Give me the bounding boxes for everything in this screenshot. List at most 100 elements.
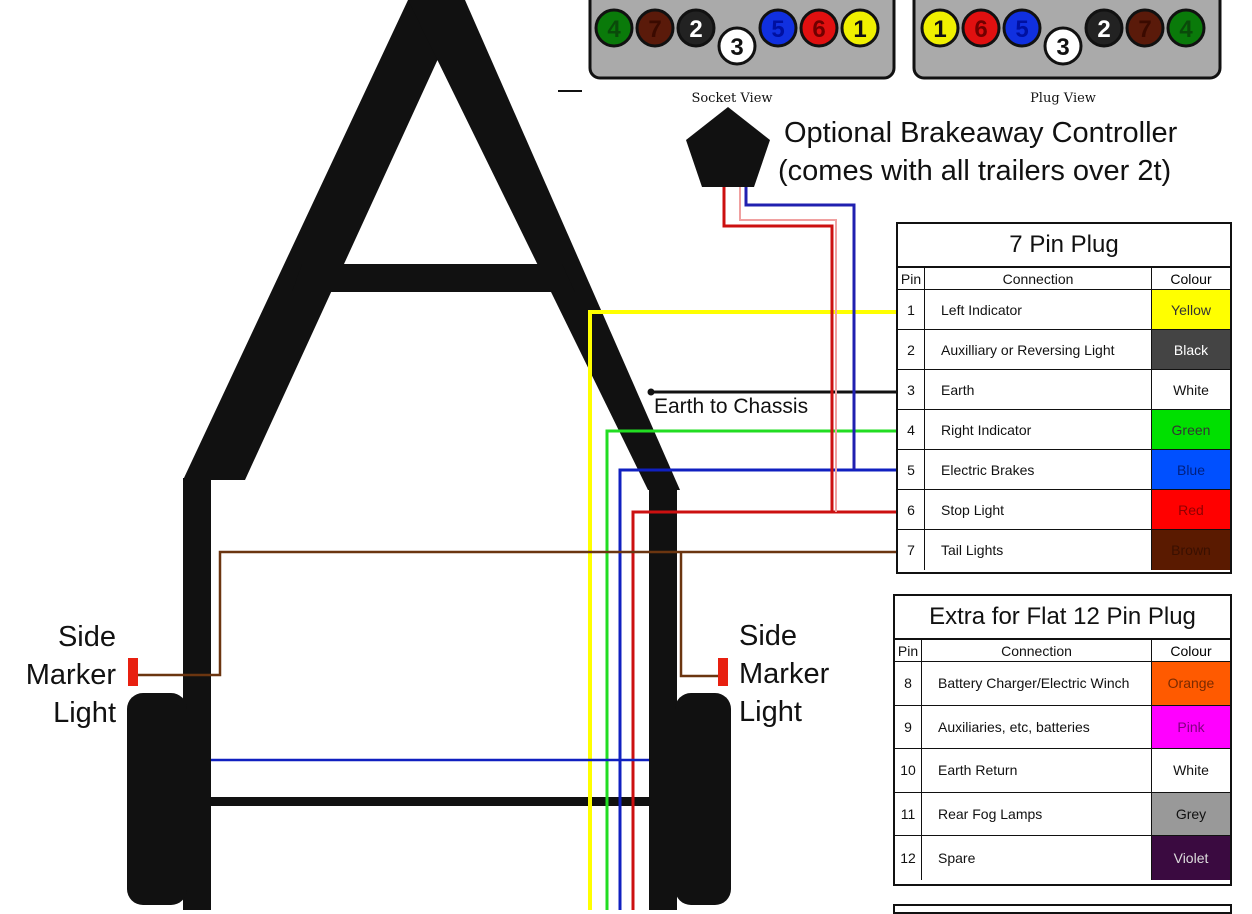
pin-1-circle: [840, 8, 880, 48]
pin-number: 12: [895, 836, 922, 880]
connection-name: Left Indicator: [925, 290, 1152, 329]
pin-7-number: 7: [648, 16, 661, 43]
pin-2-circle: [676, 8, 716, 48]
left-side-marker-label-1: Side: [58, 621, 116, 653]
pin-3-circle: [717, 26, 757, 66]
pin-6-circle: [961, 8, 1001, 48]
left-side-marker-label-2: Marker: [26, 659, 117, 691]
chassis-right-rail: [649, 486, 677, 910]
brakeaway-wire-navy: [744, 185, 856, 470]
colour-swatch: Blue: [1152, 450, 1230, 489]
pin-6-number: 6: [812, 16, 825, 43]
earth-to-chassis-label: Earth to Chassis: [654, 395, 808, 418]
pin-number: 1: [898, 290, 925, 329]
colour-swatch: Pink: [1152, 705, 1230, 749]
wire-blue: [618, 468, 854, 910]
right-side-marker-lamp: [718, 658, 728, 686]
pin-number: 7: [898, 530, 925, 570]
brakeaway-label-line1: Optional Brakeaway Controller: [784, 117, 1178, 149]
colour-swatch: Violet: [1152, 836, 1230, 880]
connection-name: Rear Fog Lamps: [922, 792, 1152, 836]
connection-name: Auxilliary or Reversing Light: [925, 330, 1152, 369]
brakeaway-label-line2: (comes with all trailers over 2t): [778, 155, 1171, 187]
right-side-marker-label-2: Marker: [739, 658, 830, 690]
colour-swatch: Brown: [1152, 530, 1230, 570]
colour-swatch: Black: [1152, 330, 1230, 369]
left-side-marker-label-3: Light: [53, 697, 116, 729]
connection-name: Spare: [922, 836, 1152, 880]
pin-7-number: 7: [1138, 16, 1151, 43]
pin-4-circle: [594, 8, 634, 48]
pin-5-circle: [1002, 8, 1042, 48]
header-pin: Pin: [898, 268, 925, 289]
right-wheel: [675, 693, 731, 905]
plug-view-label: Plug View: [1030, 91, 1096, 106]
pin-4-number: 4: [607, 16, 621, 43]
pin-7-circle: [635, 8, 675, 48]
left-wheel: [127, 693, 187, 905]
pin-2-number: 2: [689, 16, 702, 43]
pin-number: 10: [895, 749, 922, 792]
pin-number: 9: [895, 705, 922, 749]
earth-point: [647, 388, 655, 396]
right-side-marker-label-3: Light: [739, 696, 802, 728]
pin-3-circle: [1043, 26, 1083, 66]
pin-number: 11: [895, 792, 922, 836]
header-colour: Colour: [1170, 642, 1212, 659]
twelve-pin-table: Extra for Flat 12 Pin Plug Pin Connectio…: [893, 594, 1232, 886]
connection-name: Auxiliaries, etc, batteries: [922, 705, 1152, 749]
colour-swatch: Grey: [1152, 792, 1230, 836]
seven-pin-table-header: Pin Connection Colour: [898, 268, 1230, 290]
pin-number: 4: [898, 410, 925, 449]
brakeaway-controller-icon: [686, 107, 770, 187]
pin-4-circle: [1166, 8, 1206, 48]
header-connection: Connection: [922, 640, 1152, 661]
pin-5-circle: [758, 8, 798, 48]
pin-number: 8: [895, 662, 922, 705]
colour-swatch: Red: [1152, 490, 1230, 529]
pin-6-circle: [799, 8, 839, 48]
pin-2-number: 2: [1097, 16, 1110, 43]
connection-name: Earth Return: [922, 749, 1152, 792]
axle: [211, 797, 649, 806]
wire-brown-right: [679, 552, 718, 678]
colour-swatch: White: [1152, 749, 1230, 792]
wire-green: [605, 429, 896, 910]
colour-swatch: Yellow: [1152, 290, 1230, 329]
a-frame-right-arm: [408, 0, 680, 490]
partial-table-edge: [893, 904, 1232, 914]
twelve-pin-table-header: Pin Connection Colour: [895, 640, 1230, 662]
pin-3-number: 3: [730, 34, 743, 61]
brakeaway-wire-pink: [739, 185, 837, 512]
connection-name: Electric Brakes: [925, 450, 1152, 489]
pin-number: 5: [898, 450, 925, 489]
pin-number: 3: [898, 370, 925, 409]
chassis-left-rail: [183, 478, 211, 910]
wire-yellow: [588, 310, 896, 910]
colour-swatch: Orange: [1152, 662, 1230, 705]
left-side-marker-lamp: [128, 658, 138, 686]
pin-number: 2: [898, 330, 925, 369]
pin-1-circle: [920, 8, 960, 48]
pin-7-circle: [1125, 8, 1165, 48]
pin-3-number: 3: [1056, 34, 1069, 61]
connection-name: Earth: [925, 370, 1152, 409]
pin-5-number: 5: [771, 16, 784, 43]
connection-name: Tail Lights: [925, 530, 1152, 570]
